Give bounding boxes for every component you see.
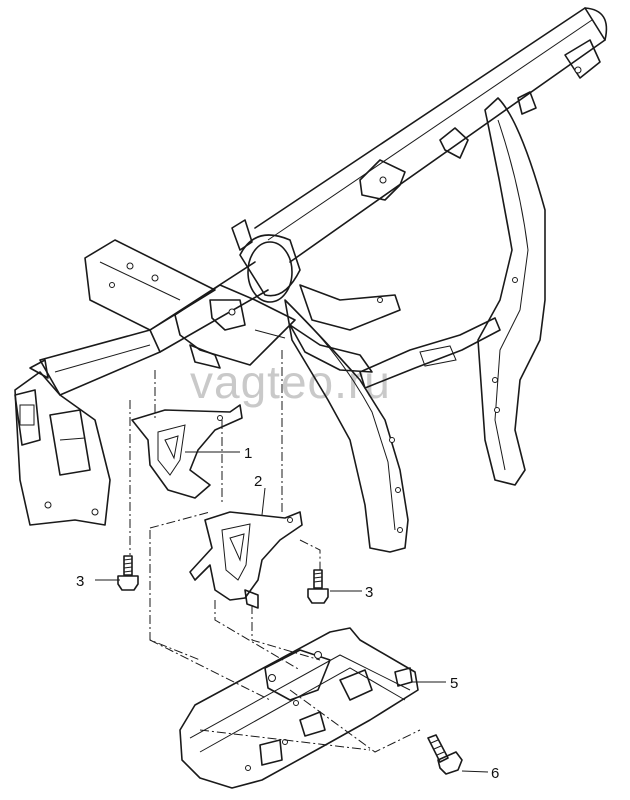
assembly-lines <box>129 350 421 753</box>
callout-3-left: 3 <box>76 573 84 590</box>
callout-6: 6 <box>491 765 499 782</box>
steering-column-support <box>284 284 409 553</box>
leader-lines <box>95 451 489 773</box>
part-2-bracket <box>189 511 303 609</box>
callout-3-right: 3 <box>365 584 373 601</box>
center-console-support <box>359 97 546 486</box>
part-3-bolt-left <box>117 555 139 591</box>
watermark: vagteo.ru <box>190 356 391 408</box>
cross-car-beam <box>39 7 608 396</box>
callout-2: 2 <box>254 473 262 490</box>
center-mount-bracket <box>174 284 296 369</box>
part-3-bolt-right <box>307 569 329 604</box>
part-6-bolt <box>427 734 463 775</box>
part-1-bracket <box>131 404 243 499</box>
left-side-support <box>14 359 111 526</box>
part-5-cover <box>179 627 419 789</box>
callout-1: 1 <box>244 445 252 462</box>
callout-5: 5 <box>450 675 458 692</box>
